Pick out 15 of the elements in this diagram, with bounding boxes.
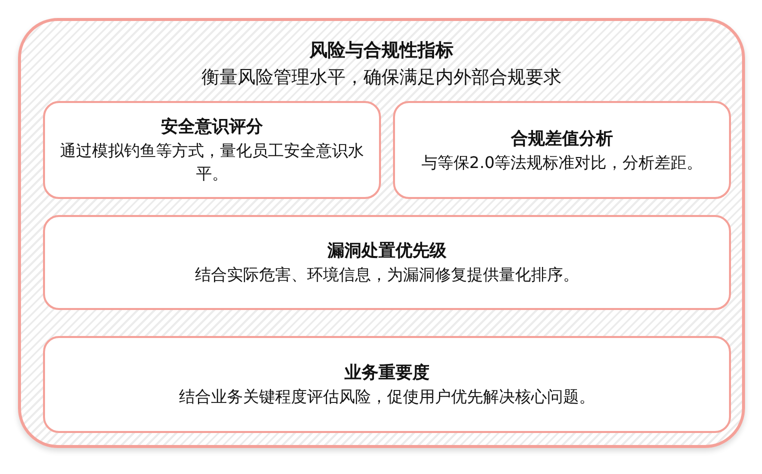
description: 结合实际危害、环境信息，为漏洞修复提供量化排序。 <box>195 264 579 286</box>
metric-card <box>43 336 731 433</box>
heading: 安全意识评分 <box>161 116 263 139</box>
heading: 合规差值分析 <box>511 128 613 150</box>
heading: 漏洞处置优先级 <box>328 240 446 263</box>
metric-card <box>393 101 731 199</box>
description: 结合业务关键程度评估风险，促使用户优先解决核心问题。 <box>179 386 595 408</box>
metric-card <box>43 215 731 310</box>
group-panel <box>18 18 745 448</box>
metric-card <box>43 101 381 199</box>
description: 通过模拟钓鱼等方式，量化员工安全意识水平。 <box>59 140 365 185</box>
description: 衡量风险管理水平，确保满足内外部合规要求 <box>202 66 562 90</box>
heading: 业务重要度 <box>344 362 430 385</box>
description: 与等保2.0等法规标准对比，分析差距。 <box>421 152 703 174</box>
heading: 风险与合规性指标 <box>310 39 454 63</box>
